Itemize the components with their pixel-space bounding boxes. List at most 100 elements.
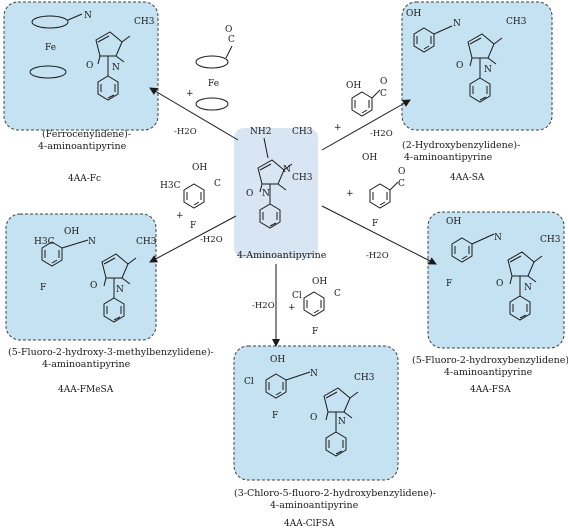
atom-o-fsa-reagent: O (398, 167, 405, 177)
atom-ch3-fsa: CH3 (540, 235, 561, 245)
atom-f-fmesa: F (40, 283, 46, 293)
atom-f-fmesa-reagent: F (190, 221, 196, 231)
atom-ch3-sa: CH3 (506, 17, 527, 27)
atom-f-fsa: F (446, 279, 452, 289)
product-structure-fc: Fe N CH3 O N (29, 11, 155, 101)
atom-oh-sa-reagent: OH (346, 81, 361, 91)
atom-imine-sa: N (453, 19, 461, 29)
atom-n-fmesa: N (116, 285, 124, 295)
atom-fe-fc: Fe (45, 43, 56, 53)
atom-o-fc: O (86, 61, 93, 71)
plus-fc: + (186, 89, 194, 99)
water-loss-fmesa: -H2O (200, 235, 223, 245)
atom-c-sa-reagent: C (380, 89, 387, 99)
product-structure-clfsa: OH Cl F N CH3 O N (244, 355, 375, 457)
atom-n-fc: N (112, 63, 120, 73)
name-line1-fc: (Ferrocenylidene)- (42, 129, 131, 140)
atom-n-clfsa: N (338, 417, 346, 427)
plus-clfsa: + (288, 303, 296, 313)
atom-imine-fmesa: N (88, 237, 96, 247)
product-box-clfsa (233, 345, 399, 481)
atom-o-sa-reagent: O (380, 77, 387, 87)
plus-sa: + (334, 123, 342, 133)
product-box-sa (401, 1, 553, 131)
atom-imine-fsa: N (494, 233, 502, 243)
atom-c-fc-reagent: C (228, 35, 235, 45)
code-fc: 4AA-Fc (68, 174, 101, 184)
center-reactant-name: 4-Aminoantipyrine (237, 250, 327, 261)
atom-o-fc-reagent: O (225, 25, 232, 35)
name-line2-sa: 4-aminoantipyrine (404, 152, 493, 163)
center-reactant-box (234, 128, 318, 258)
atom-h3c-fmesa-reagent: H3C (160, 181, 181, 191)
arrow-to-fc (149, 87, 239, 141)
atom-n-center-1: N (262, 189, 270, 199)
atom-c-fmesa-reagent: C (214, 179, 221, 189)
center-structure: NH2 CH3 O N N CH3 4-Aminoantipyrine (237, 127, 327, 261)
water-loss-fc: -H2O (174, 127, 197, 137)
atom-cl-clfsa-reagent: Cl (292, 291, 302, 301)
water-loss-clfsa: -H2O (252, 301, 275, 311)
product-structure-fmesa: OH H3C F N CH3 O N (34, 227, 157, 323)
atom-n-center-2: N (283, 165, 291, 175)
reagent-salicylaldehyde: OH C O + -H2O (334, 77, 393, 139)
product-box-fc (3, 1, 159, 131)
atom-oh-clfsa: OH (270, 355, 285, 365)
name-line1-sa: (2-Hydroxybenzylidene)- (402, 140, 520, 151)
reagent-fsa-aldehyde: OH C O F + -H2O (346, 153, 405, 261)
atom-oh-clfsa-reagent: OH (312, 277, 327, 287)
atom-ch3-center: CH3 (292, 127, 313, 137)
product-structure-fsa: OH F N CH3 O N (446, 217, 561, 321)
code-fsa: 4AA-FSA (470, 385, 511, 395)
atom-fe-reagent: Fe (208, 79, 219, 89)
code-clfsa: 4AA-ClFSA (284, 519, 335, 529)
arrow-to-fmesa (149, 215, 237, 263)
product-box-fmesa (5, 213, 157, 341)
water-loss-sa: -H2O (370, 129, 393, 139)
atom-n-fsa: N (524, 283, 532, 293)
name-line1-clfsa: (3-Chloro-5-fluoro-2-hydroxybenzylidene)… (234, 488, 436, 499)
atom-f-fsa-reagent: F (372, 219, 378, 229)
atom-o-sa: O (456, 61, 463, 71)
atom-c-fsa-reagent: C (398, 179, 405, 189)
atom-imine-clfsa: N (310, 369, 318, 379)
atom-h3c-fmesa: H3C (34, 237, 55, 247)
name-line2-clfsa: 4-aminoantipyrine (270, 500, 359, 511)
plus-fmesa: + (176, 211, 184, 221)
atom-ch3-n-center: CH3 (292, 173, 313, 183)
atom-o-center: O (246, 189, 253, 199)
atom-o-fsa: O (496, 279, 503, 289)
atom-n-sa: N (484, 65, 492, 75)
name-line2-fsa: 4-aminoantipyrine (444, 367, 533, 378)
atom-o-clfsa: O (310, 413, 317, 423)
atom-oh-fmesa: OH (64, 227, 79, 237)
atom-nh2: NH2 (250, 127, 271, 137)
name-line1-fsa: (5-Fluoro-2-hydroxybenzylidene)- (412, 355, 568, 366)
product-structure-sa: OH N CH3 O N (406, 9, 527, 103)
atom-c-clfsa-reagent: C (334, 289, 341, 299)
name-line2-fc: 4-aminoantipyrine (38, 141, 127, 152)
plus-fsa: + (346, 189, 354, 199)
atom-oh-fsa: OH (446, 217, 461, 227)
atom-oh-fmesa-reagent: OH (192, 163, 207, 173)
atom-ch3-fc: CH3 (134, 17, 155, 27)
reagent-ferrocene-aldehyde: C O Fe + -H2O (174, 25, 235, 137)
reagent-clfsa-aldehyde: OH Cl F C + -H2O (252, 277, 341, 337)
atom-oh-fsa-reagent: OH (362, 153, 377, 163)
atom-oh-sa: OH (406, 9, 421, 19)
atom-ch3-fmesa: CH3 (136, 237, 157, 247)
arrow-to-sa (321, 99, 411, 151)
code-fmesa: 4AA-FMeSA (58, 385, 114, 395)
reagent-fmesa-aldehyde: OH H3C F C + -H2O (160, 163, 223, 245)
code-sa: 4AA-SA (450, 173, 485, 183)
atom-ch3-clfsa: CH3 (354, 373, 375, 383)
arrow-to-fsa (321, 205, 437, 265)
atom-o-fmesa: O (90, 281, 97, 291)
atom-f-clfsa-reagent: F (312, 327, 318, 337)
name-line1-fmesa: (5-Fluoro-2-hydroxy-3-methylbenzylidene)… (8, 347, 214, 358)
atom-f-clfsa: F (272, 411, 278, 421)
water-loss-fsa: -H2O (366, 251, 389, 261)
atom-cl-clfsa: Cl (244, 377, 254, 387)
name-line2-fmesa: 4-aminoantipyrine (42, 359, 131, 370)
